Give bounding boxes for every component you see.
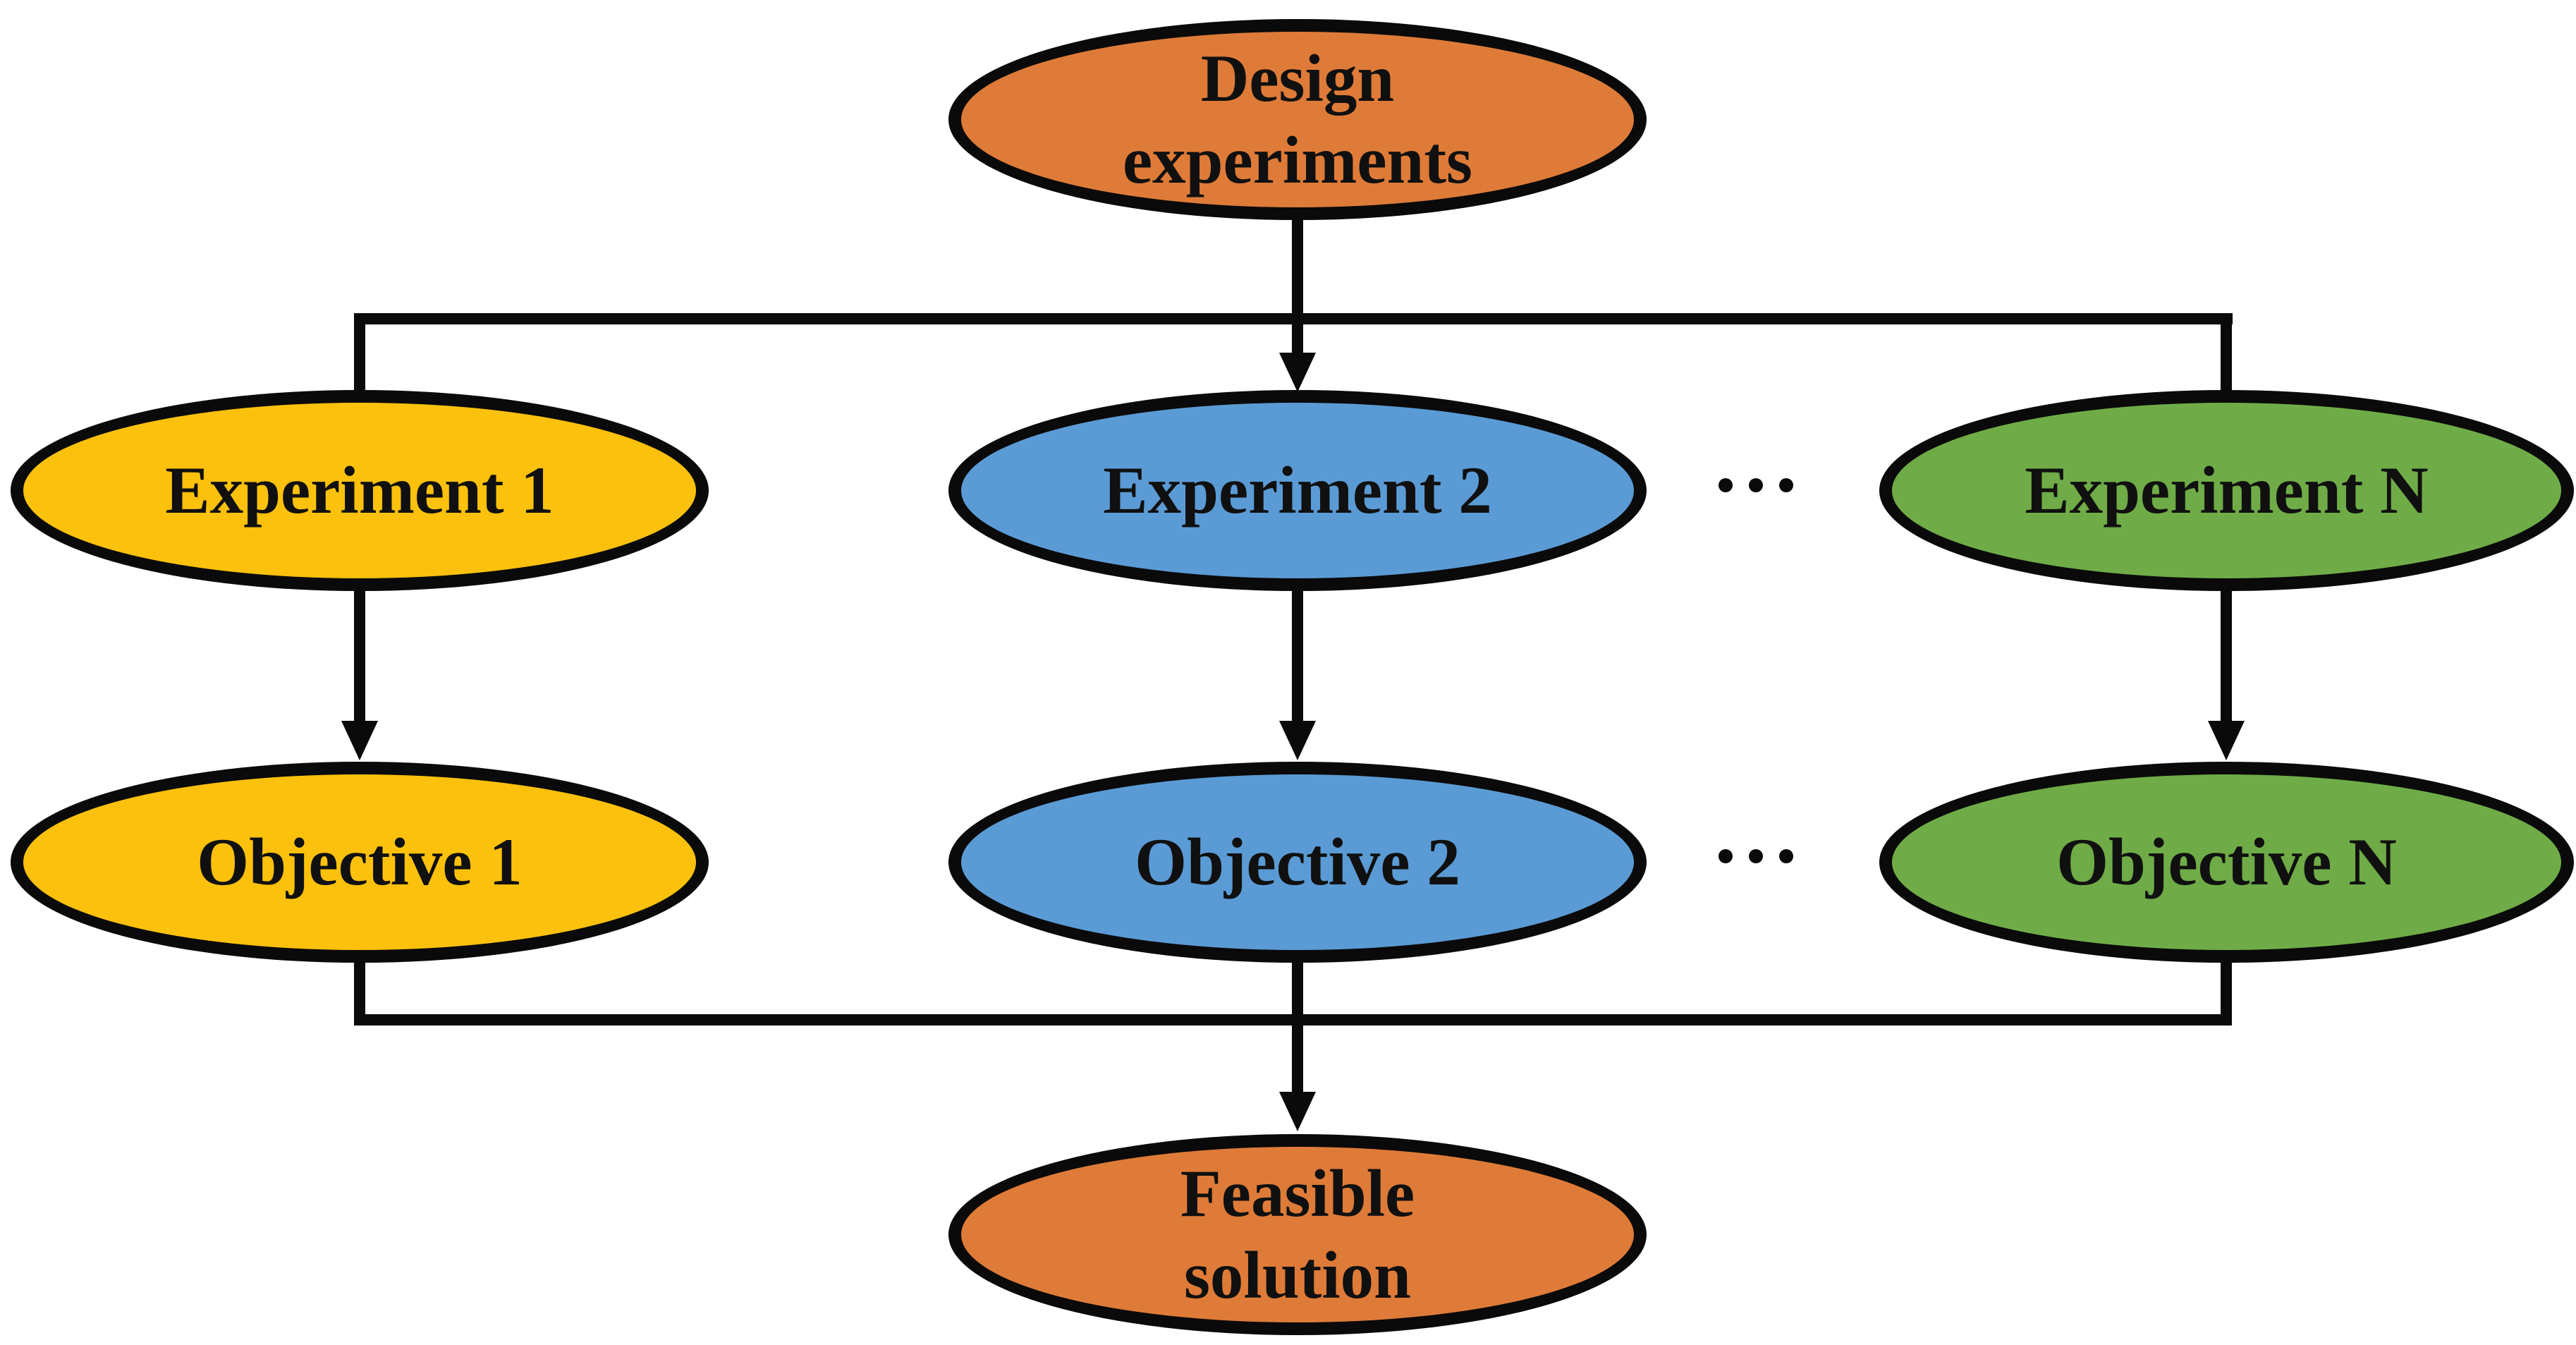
edge-objective-n-to-merge-line [2221, 954, 2232, 1026]
edge-experiment-1-to-objective-1-line [354, 583, 365, 724]
node-feasible-solution-label-line2: solution [1183, 1237, 1412, 1313]
ellipsis-dot [1749, 849, 1763, 863]
node-experiment-n-label: Experiment N [2025, 452, 2429, 528]
edge-objective-2-to-feasible-line [1292, 954, 1303, 1095]
arrowhead-into-objective-n [2208, 721, 2245, 760]
node-experiment-2-label: Experiment 2 [1103, 452, 1492, 528]
node-objective-2-label: Objective 2 [1135, 824, 1460, 899]
edge-objective-1-to-merge-line [354, 954, 365, 1026]
node-design-experiments-label-line2: experiments [1123, 122, 1472, 197]
node-objective-1: Objective 1 [11, 762, 709, 963]
edge-experiment-2-to-objective-2-line [1292, 583, 1303, 724]
ellipsis-dot [1779, 849, 1793, 863]
node-objective-n: Objective N [1879, 762, 2574, 963]
node-objective-n-label: Objective N [2056, 824, 2397, 899]
edge-design-to-branch-line [1292, 212, 1303, 324]
arrowhead-into-feasible-solution [1279, 1092, 1316, 1131]
node-design-experiments-label-line1: Design [1200, 40, 1395, 116]
ellipsis-dot [1719, 478, 1733, 492]
node-feasible-solution-label-line1: Feasible [1180, 1155, 1415, 1231]
node-feasible-solution: Feasible solution [948, 1134, 1647, 1335]
ellipsis-dot [1719, 849, 1733, 863]
node-design-experiments: Design experiments [948, 19, 1647, 220]
arrowhead-into-objective-2 [1279, 721, 1316, 760]
ellipsis-dot [1749, 478, 1763, 492]
arrowhead-into-objective-1 [341, 721, 378, 760]
node-experiment-n: Experiment N [1879, 390, 2574, 591]
node-objective-1-label: Objective 1 [197, 824, 523, 899]
ellipsis-dot [1779, 478, 1793, 492]
edge-experiment-n-to-objective-n-line [2221, 583, 2232, 724]
objectives-row-ellipsis-icon [1719, 849, 1793, 863]
node-experiment-1-label: Experiment 1 [165, 452, 554, 528]
edge-branch-to-experiment-2-line [1292, 313, 1303, 358]
edge-branch-to-experiment-n-line [2221, 313, 2232, 402]
node-experiment-1: Experiment 1 [11, 390, 709, 591]
node-objective-2: Objective 2 [948, 762, 1647, 963]
experiments-row-ellipsis-icon [1719, 478, 1793, 492]
edge-branch-to-experiment-1-line [354, 313, 365, 402]
arrowhead-into-experiment-2 [1279, 353, 1316, 392]
node-experiment-2: Experiment 2 [948, 390, 1647, 591]
